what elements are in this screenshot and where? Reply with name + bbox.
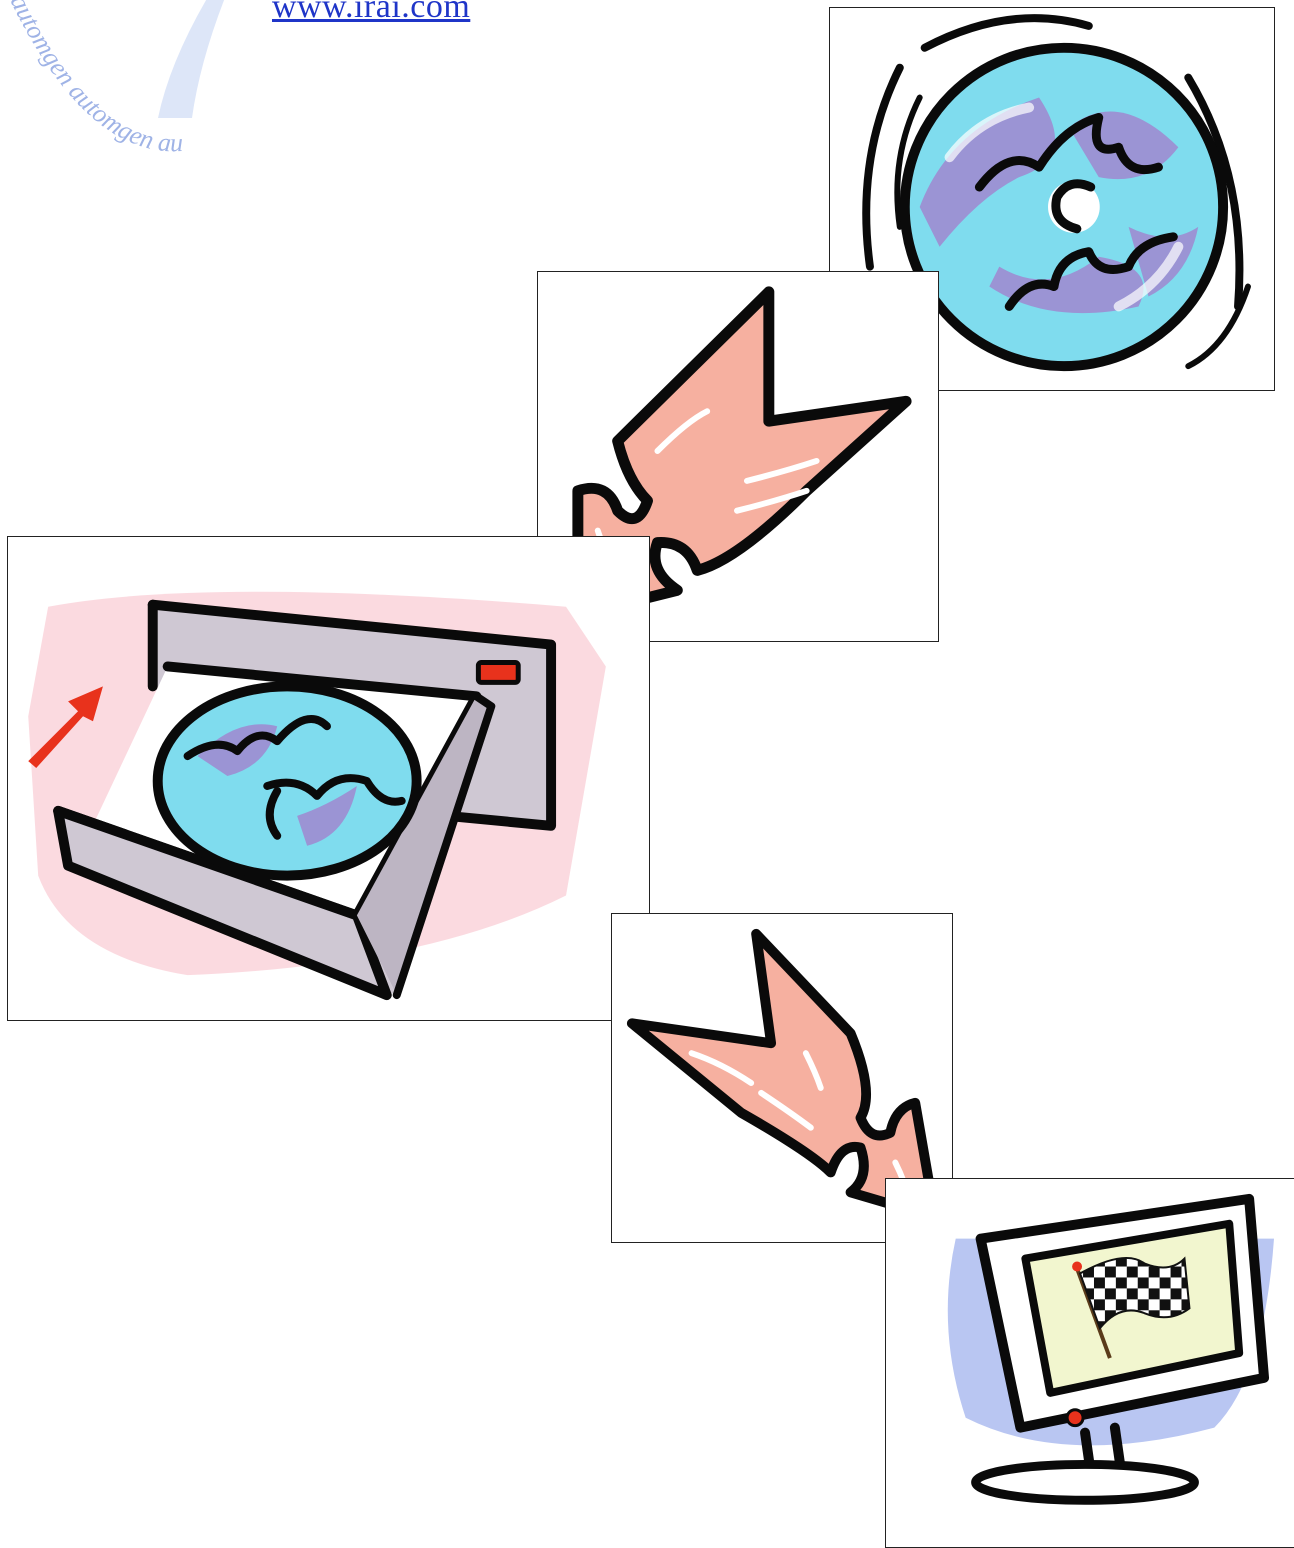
cd-drive-tray-icon bbox=[8, 537, 649, 1020]
cd-drive-tray-frame bbox=[7, 536, 650, 1021]
website-link[interactable]: www.irai.com bbox=[272, 0, 470, 26]
automgen-watermark: automgen automgen au bbox=[0, 0, 540, 180]
monitor-flag-frame bbox=[885, 1178, 1294, 1548]
monitor-checkered-flag-icon bbox=[886, 1179, 1294, 1547]
svg-text:automgen automgen au: automgen automgen au bbox=[5, 0, 184, 157]
